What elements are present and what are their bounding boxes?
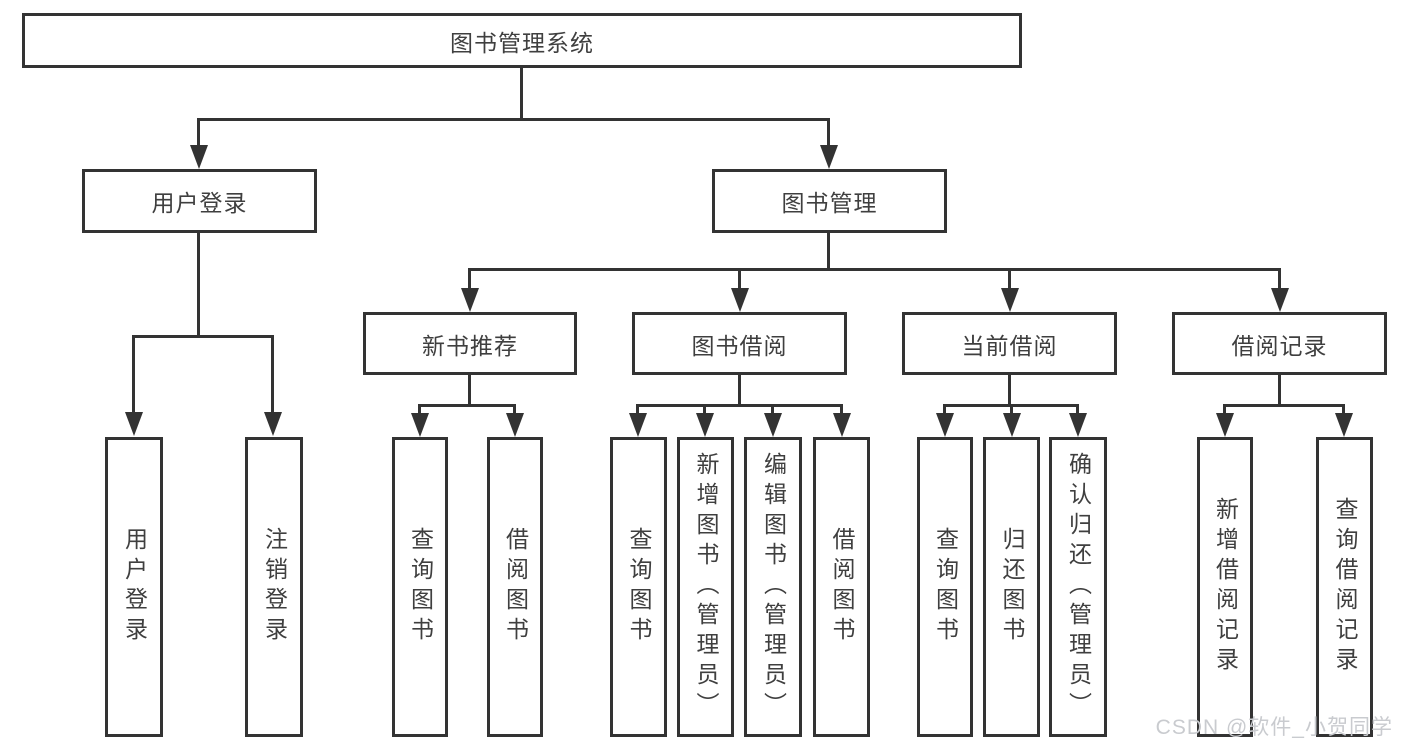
connector-line <box>418 404 421 416</box>
arrowhead <box>125 412 143 436</box>
connector-line <box>738 268 741 293</box>
connector-line <box>1225 404 1345 407</box>
arrowhead <box>1069 413 1087 437</box>
leaf-bb-borrow-books: 借阅图书 <box>813 437 870 737</box>
leaf-user-login-label: 用户登录 <box>121 527 148 647</box>
leaf-nbr-query-books-label: 查询图书 <box>407 527 434 647</box>
node-borrow-records-label: 借阅记录 <box>1231 332 1328 359</box>
connector-line <box>1223 404 1226 416</box>
csdn-watermark: CSDN @软件_小贺同学 <box>1155 716 1393 739</box>
connector-line <box>513 404 516 416</box>
connector-line <box>1008 375 1011 407</box>
leaf-nbr-query-books: 查询图书 <box>392 437 448 737</box>
connector-line <box>134 335 274 338</box>
leaf-bb-query-books-label: 查询图书 <box>626 527 652 647</box>
leaf-cb-return-books-label: 归还图书 <box>999 527 1025 647</box>
leaf-bb-query-books: 查询图书 <box>610 437 667 737</box>
connector-line <box>636 404 639 416</box>
connector-line <box>1278 268 1281 293</box>
leaf-bb-edit-books-label: 编辑图书（管理员） <box>760 452 787 722</box>
arrowhead <box>1271 288 1289 312</box>
connector-line <box>520 68 523 121</box>
connector-line <box>199 118 830 121</box>
node-root: 图书管理系统 <box>22 13 1022 68</box>
connector-line <box>1010 404 1013 416</box>
node-user-login: 用户登录 <box>82 169 317 233</box>
connector-line <box>271 335 274 415</box>
arrowhead <box>936 413 954 437</box>
leaf-bb-edit-books: 编辑图书（管理员） <box>744 437 802 737</box>
node-new-book-recommend: 新书推荐 <box>363 312 577 375</box>
node-current-borrow-label: 当前借阅 <box>961 332 1058 359</box>
connector-line <box>827 118 830 150</box>
node-new-book-recommend-label: 新书推荐 <box>422 332 518 359</box>
connector-line <box>840 404 843 416</box>
arrowhead <box>461 288 479 312</box>
arrowhead <box>833 413 851 437</box>
leaf-br-query-record: 查询借阅记录 <box>1316 437 1373 737</box>
connector-line <box>420 404 516 407</box>
arrowhead <box>1335 413 1353 437</box>
node-book-management: 图书管理 <box>712 169 947 233</box>
connector-line <box>943 404 946 416</box>
leaf-cb-confirm-return: 确认归还（管理员） <box>1049 437 1107 737</box>
leaf-cb-query-books-label: 查询图书 <box>932 527 959 647</box>
leaf-user-login: 用户登录 <box>105 437 163 737</box>
leaf-cb-confirm-return-label: 确认归还（管理员） <box>1065 452 1092 722</box>
node-current-borrow: 当前借阅 <box>902 312 1117 375</box>
leaf-bb-add-books: 新增图书（管理员） <box>677 437 734 737</box>
arrowhead <box>696 413 714 437</box>
node-book-borrow-label: 图书借阅 <box>691 332 788 359</box>
arrowhead <box>190 145 208 169</box>
connector-line <box>1278 375 1281 407</box>
arrowhead <box>1001 288 1019 312</box>
arrowhead <box>820 145 838 169</box>
connector-line <box>1342 404 1345 416</box>
connector-line <box>738 375 741 407</box>
leaf-nbr-borrow-books: 借阅图书 <box>487 437 543 737</box>
connector-line <box>1076 404 1079 416</box>
arrowhead <box>506 413 524 437</box>
leaf-logout-label: 注销登录 <box>261 527 288 647</box>
leaf-nbr-borrow-books-label: 借阅图书 <box>502 527 529 647</box>
node-book-management-label: 图书管理 <box>781 190 878 216</box>
leaf-br-add-record-label: 新增借阅记录 <box>1212 497 1239 677</box>
leaf-bb-add-books-label: 新增图书（管理员） <box>693 452 719 722</box>
leaf-cb-query-books: 查询图书 <box>917 437 973 737</box>
connector-line <box>132 335 135 415</box>
node-user-login-label: 用户登录 <box>151 190 248 216</box>
connector-line <box>468 375 471 407</box>
connector-line <box>470 268 1281 271</box>
leaf-br-query-record-label: 查询借阅记录 <box>1332 497 1358 677</box>
node-book-borrow: 图书借阅 <box>632 312 847 375</box>
connector-line <box>197 233 200 338</box>
arrowhead <box>264 412 282 436</box>
connector-line <box>771 404 774 416</box>
leaf-cb-return-books: 归还图书 <box>983 437 1040 737</box>
connector-line <box>1008 268 1011 293</box>
connector-line <box>827 233 830 271</box>
connector-line <box>703 404 706 416</box>
arrowhead <box>1003 413 1021 437</box>
arrowhead <box>764 413 782 437</box>
leaf-logout: 注销登录 <box>245 437 303 737</box>
leaf-bb-borrow-books-label: 借阅图书 <box>829 527 855 647</box>
arrowhead <box>411 413 429 437</box>
node-borrow-records: 借阅记录 <box>1172 312 1387 375</box>
arrowhead <box>629 413 647 437</box>
connector-line <box>197 118 200 150</box>
arrowhead <box>1216 413 1234 437</box>
arrowhead <box>731 288 749 312</box>
connector-line <box>638 404 843 407</box>
connector-line <box>468 268 471 293</box>
node-root-label: 图书管理系统 <box>450 29 594 56</box>
leaf-br-add-record: 新增借阅记录 <box>1197 437 1253 737</box>
